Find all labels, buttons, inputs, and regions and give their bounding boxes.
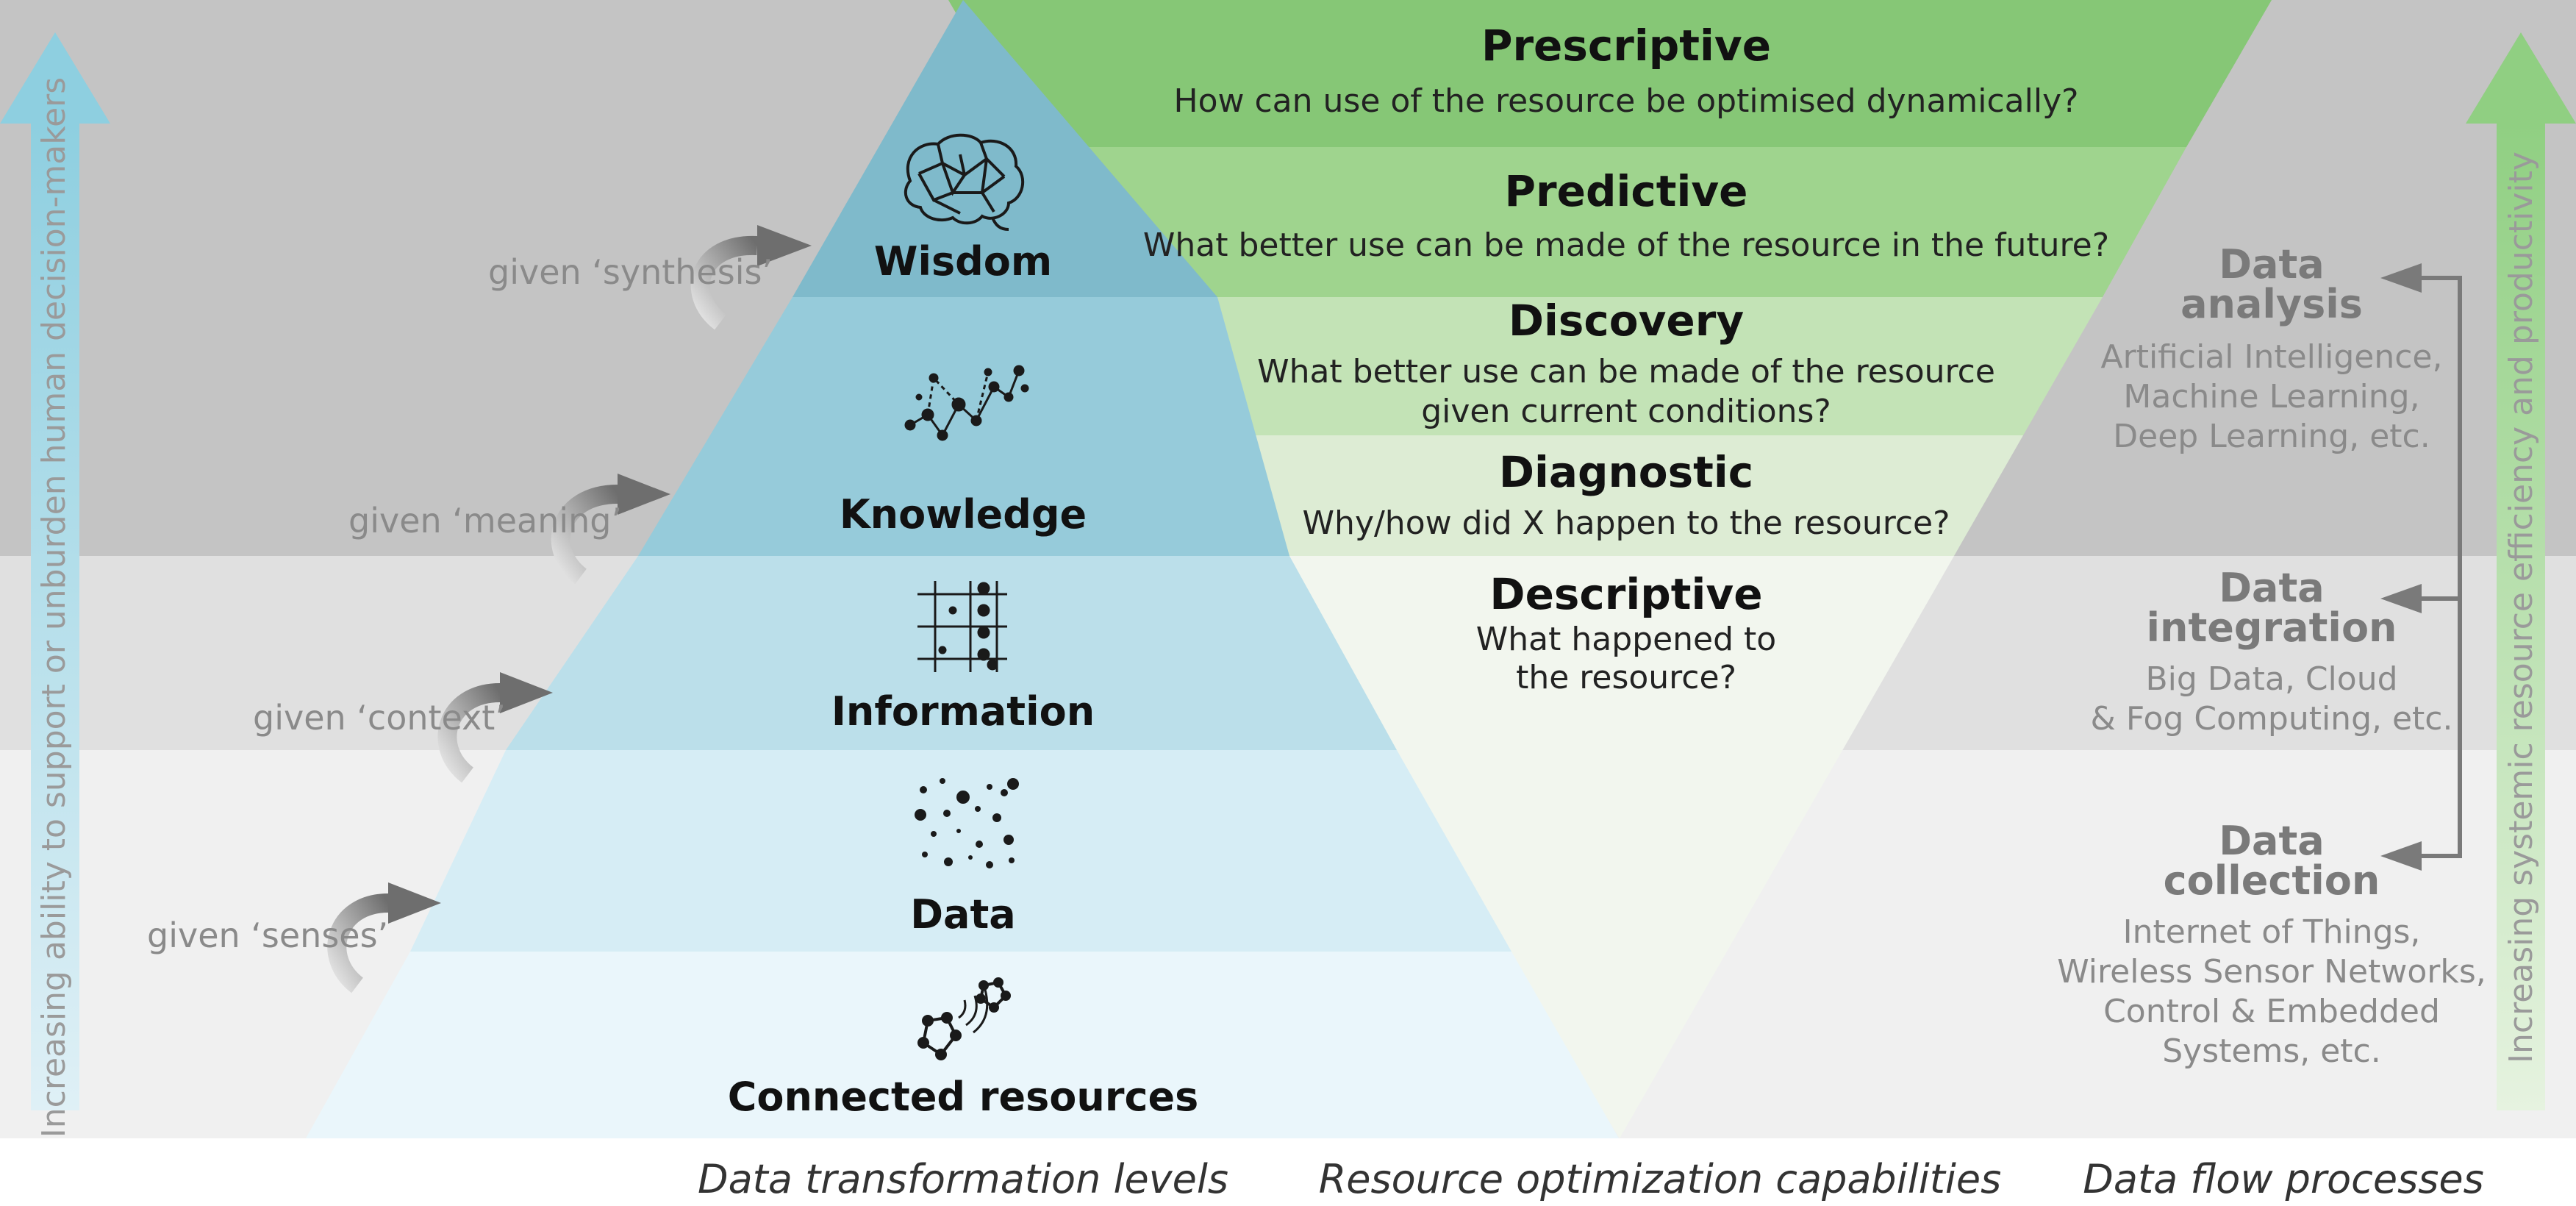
pyramid-connected	[306, 952, 1619, 1138]
pyramid-knowledge	[638, 297, 1289, 556]
transformation-pyramid	[306, 0, 1619, 1138]
funnel-predictive	[1034, 147, 2186, 297]
funnel-discovery	[1129, 297, 2103, 435]
proc-item-collection-4: Systems, etc.	[2162, 1032, 2380, 1070]
level-label-information: Information	[831, 688, 1095, 735]
left-axis-arrow	[0, 32, 110, 1110]
cap-title-diagnostic: Diagnostic	[1499, 447, 1753, 497]
curl-arrow-context	[437, 672, 553, 783]
curl-arrow-synthesis	[690, 225, 812, 330]
proc-title-collection-line2: collection	[2164, 857, 2380, 904]
proc-title-integration-line2: integration	[2147, 604, 2397, 651]
cap-question-diagnostic: Why/how did X happen to the resource?	[1303, 504, 1950, 542]
proc-title-collection-line1: Data	[2219, 818, 2325, 864]
funnel-descriptive	[1266, 556, 1954, 1138]
funnel-diagnostic	[1198, 435, 2023, 556]
cap-title-prescriptive: Prescriptive	[1481, 21, 1771, 71]
wireless-nodes-icon	[917, 977, 1011, 1060]
proc-item-analysis-1: Artificial Intelligence,	[2101, 338, 2443, 376]
right-axis-label: Increasing systemic resource efficiency …	[2502, 151, 2540, 1063]
given-context: given ‘context’	[253, 698, 506, 738]
proc-title-integration-line1: Data	[2219, 565, 2325, 611]
footer-levels: Data transformation levels	[698, 1156, 1228, 1202]
level-label-data: Data	[910, 891, 1016, 938]
level-label-knowledge: Knowledge	[840, 491, 1087, 538]
proc-item-collection-1: Internet of Things,	[2123, 913, 2421, 951]
left-axis-label: Increasing ability to support or unburde…	[35, 77, 73, 1138]
level-label-wisdom: Wisdom	[874, 238, 1052, 285]
pyramid-information	[506, 556, 1397, 750]
given-synthesis: given ‘synthesis’	[488, 252, 773, 292]
cap-title-descriptive: Descriptive	[1489, 569, 1762, 619]
cap-title-discovery: Discovery	[1509, 296, 1744, 346]
proc-item-collection-2: Wireless Sensor Networks,	[2057, 953, 2486, 991]
curl-arrow-meaning	[551, 474, 670, 585]
cap-question-discovery-line1: What better use can be made of the resou…	[1257, 353, 1995, 390]
connected-dots-icon	[904, 365, 1029, 441]
pyramid-wisdom	[793, 0, 1217, 297]
footer-processes: Data flow processes	[2083, 1156, 2483, 1202]
given-senses: given ‘senses’	[147, 916, 388, 955]
right-axis-arrow	[2466, 32, 2576, 1110]
dot-grid-icon	[917, 581, 1007, 672]
proc-item-analysis-2: Machine Learning,	[2123, 378, 2419, 415]
data-flow-bracket	[2380, 263, 2462, 871]
capability-funnel	[948, 0, 2272, 1138]
brain-icon	[904, 133, 1024, 231]
given-meaning: given ‘meaning’	[348, 501, 622, 540]
cap-question-descriptive-line2: the resource?	[1516, 659, 1736, 696]
level-label-connected-resources: Connected resources	[728, 1074, 1199, 1120]
cap-question-prescriptive: How can use of the resource be optimised…	[1174, 82, 2079, 120]
cap-question-predictive: What better use can be made of the resou…	[1143, 226, 2109, 264]
proc-item-collection-3: Control & Embedded	[2103, 993, 2440, 1030]
cap-question-descriptive-line1: What happened to	[1476, 621, 1776, 658]
pyramid-data	[410, 750, 1511, 952]
footer-capabilities: Resource optimization capabilities	[1319, 1156, 2002, 1202]
proc-title-analysis-line1: Data	[2219, 241, 2325, 288]
proc-item-analysis-3: Deep Learning, etc.	[2113, 418, 2430, 455]
proc-title-analysis-line2: analysis	[2180, 281, 2363, 327]
curl-arrow-senses	[327, 882, 441, 993]
scattered-dots-icon	[915, 778, 1019, 868]
cap-question-discovery-line2: given current conditions?	[1421, 393, 1831, 430]
funnel-prescriptive	[948, 0, 2272, 147]
proc-item-integration-1: Big Data, Cloud	[2145, 660, 2397, 698]
proc-item-integration-2: & Fog Computing, etc.	[2091, 700, 2453, 738]
cap-title-predictive: Predictive	[1505, 166, 1748, 216]
